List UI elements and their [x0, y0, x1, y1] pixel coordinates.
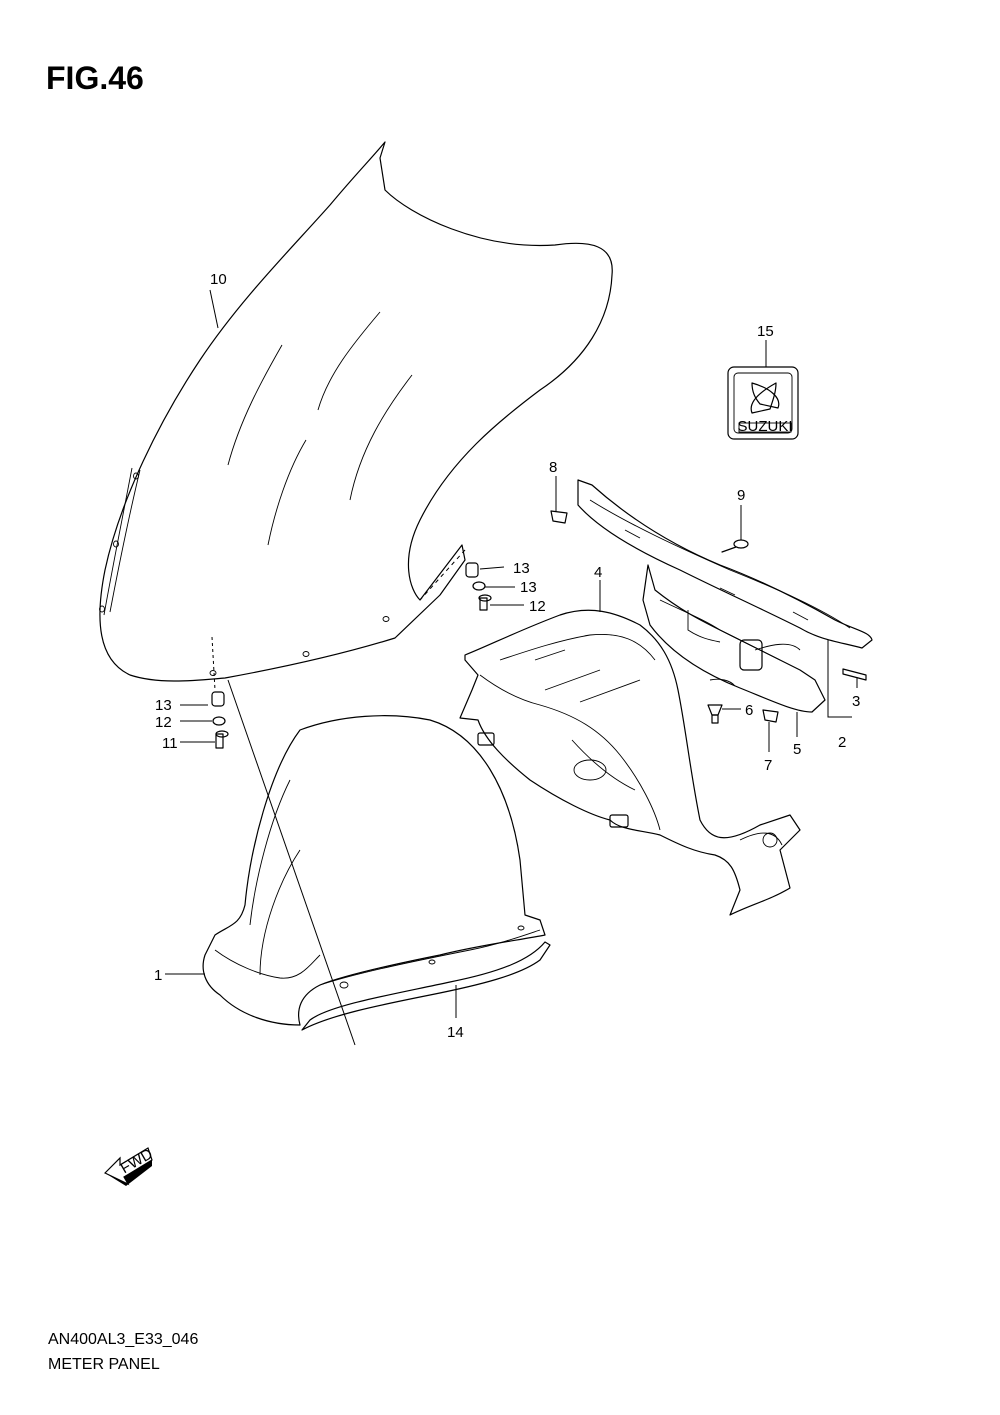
trim-strip-part-14: [301, 941, 551, 1031]
callout-12-left: 12: [155, 714, 172, 731]
callout-5: 5: [793, 741, 801, 758]
figure-name: METER PANEL: [48, 1356, 160, 1373]
clip-part-6: [707, 704, 723, 724]
callout-14: 14: [447, 1024, 464, 1041]
callout-labels: 10 15 8 9 13 13 12 4 13 12 11 6 7 5 2 3 …: [154, 271, 860, 1041]
callout-13-left: 13: [155, 697, 172, 714]
callout-3: 3: [852, 693, 860, 710]
callout-8: 8: [549, 459, 557, 476]
seal-part-3: [842, 668, 867, 681]
callout-11-left: 11: [162, 735, 178, 752]
nut-part-8: [550, 510, 568, 524]
emblem-part-15: SUZUKI: [727, 366, 799, 440]
callout-15: 15: [757, 323, 774, 340]
callout-2: 2: [838, 734, 846, 751]
callout-13-right: 13: [513, 560, 530, 577]
leader-lines: [165, 289, 858, 1046]
callout-6: 6: [745, 702, 753, 719]
bracket-part-2: [577, 479, 873, 649]
fastener-stack-right: [465, 562, 492, 611]
callout-4: 4: [594, 564, 602, 581]
forward-direction-arrow: FWD: [103, 1145, 156, 1186]
emblem-text: SUZUKI: [737, 418, 792, 435]
meter-cover-part-1: [202, 715, 546, 1026]
callout-11-right: 12: [529, 598, 546, 615]
callout-7: 7: [764, 757, 772, 774]
callout-12-right: 13: [520, 579, 537, 596]
lower-cover-part-5: [642, 564, 826, 713]
figure-title: FIG.46: [46, 60, 144, 96]
nut-part-7: [762, 709, 779, 723]
callout-1: 1: [154, 967, 162, 984]
fastener-stack-left: [211, 691, 229, 749]
windscreen-part-10: [99, 141, 613, 682]
screw-part-9: [721, 539, 749, 553]
figure-code: AN400AL3_E33_046: [48, 1331, 199, 1348]
callout-9: 9: [737, 487, 745, 504]
meter-panel-part-4: [459, 609, 801, 916]
callout-10: 10: [210, 271, 227, 288]
